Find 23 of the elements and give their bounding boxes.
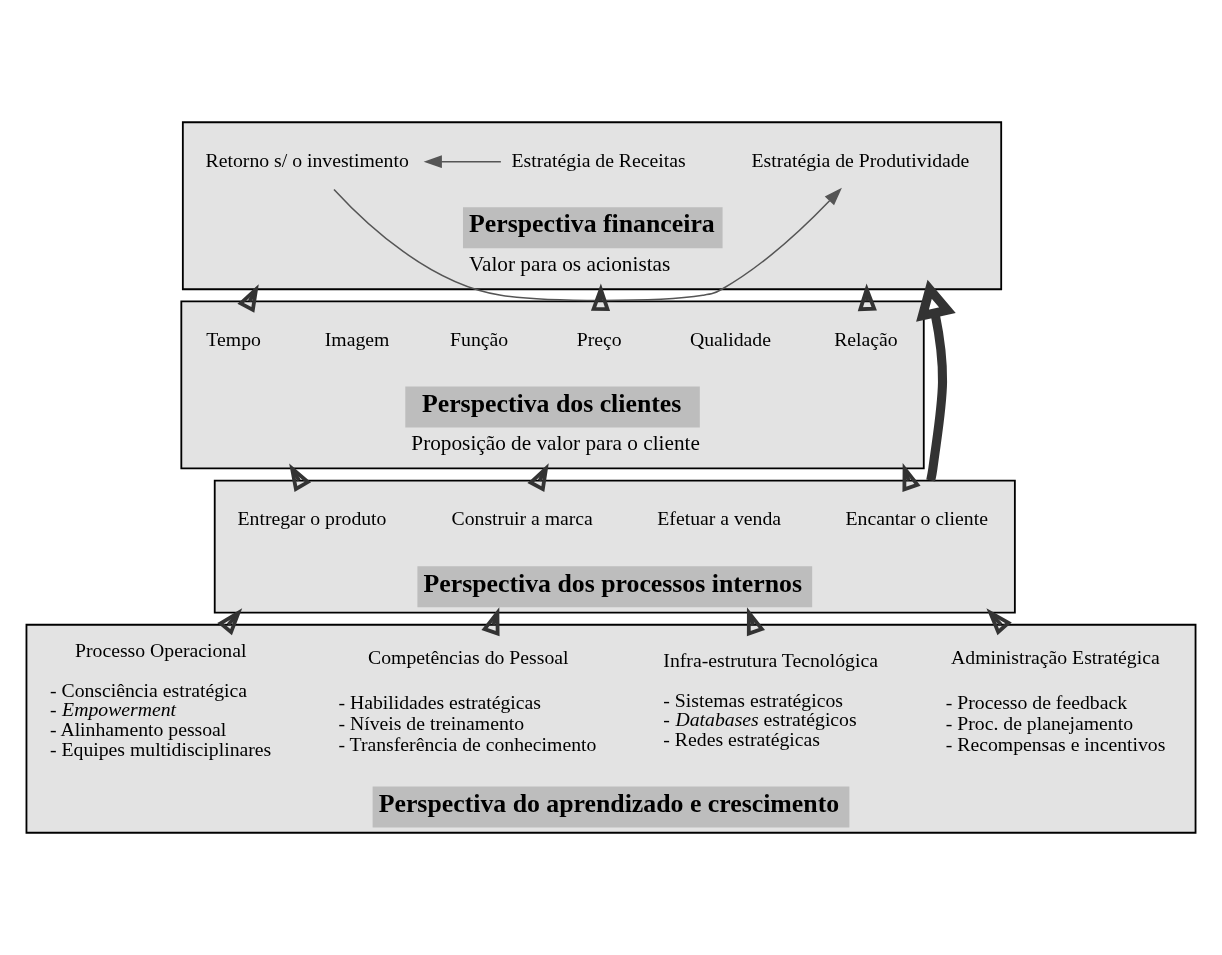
node-text: Infra-estrutura Tecnológica - Sistemas estratégicos - Databases estratégicos - Redes estratégicas (663, 649, 878, 751)
node-text: Estratégia de Receitas (511, 148, 686, 171)
node-text: Função (450, 328, 509, 351)
node-text: Tempo (206, 328, 261, 351)
arrow (423, 155, 502, 169)
node-text: Preço (576, 328, 622, 351)
node-text: Competências do Pessoal - Habilidades estratégicas - Níveis de treinamento - Transferência de conhecimento (338, 645, 597, 756)
arrow (986, 608, 1012, 636)
node-text: Imagem (324, 328, 390, 351)
node-text: Construir a marca (451, 507, 593, 530)
arrow (916, 279, 956, 482)
node-text: Administração Estratégica - Processo de feedback - Proc. de planejamento - Recompensas e incentivos (945, 645, 1166, 756)
node-text: Relação (834, 328, 898, 351)
node-text: Entregar o produto (237, 507, 387, 530)
arrow (857, 283, 877, 312)
node-text: Estratégia de Produtividade (751, 148, 970, 171)
arrow (217, 608, 243, 636)
arrow (590, 283, 611, 311)
node-text: Processo Operacional - Consciência estratégica - Empowerment - Alinhamento pessoal - Equipes multidisciplinares (49, 639, 272, 760)
node-text: Efetuar a venda (657, 507, 782, 530)
node-text: Encantar o cliente (845, 507, 988, 530)
node-text: Retorno s/ o investimento (205, 148, 409, 171)
node-text: Qualidade (689, 328, 771, 351)
